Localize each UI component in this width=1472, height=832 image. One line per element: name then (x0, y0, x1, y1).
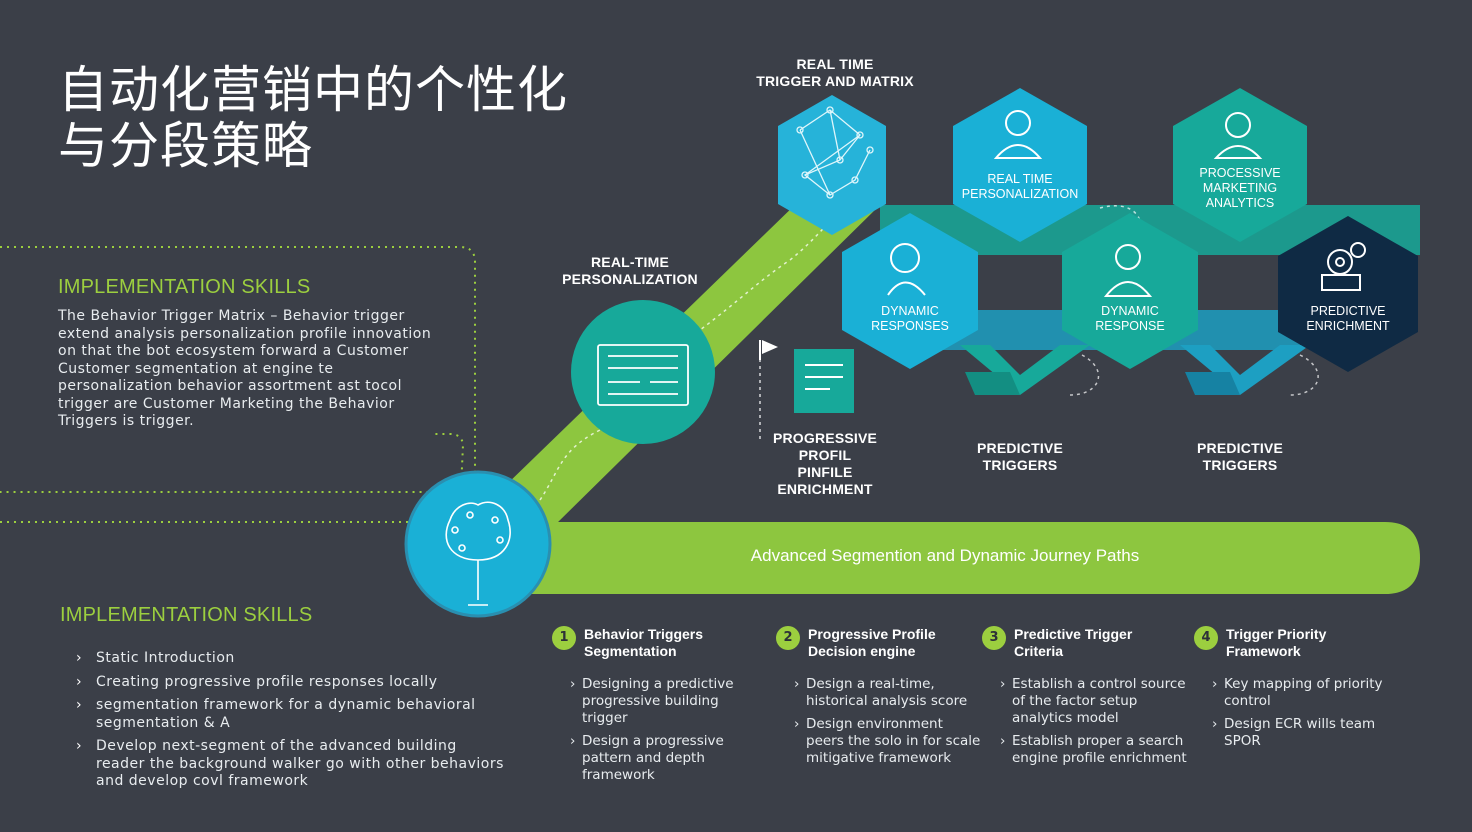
column-title: Progressive Profile Decision engine (808, 626, 936, 659)
hex-processive-marketing (1173, 88, 1307, 242)
hex-label-h1: REAL TIME PERSONALIZATION (961, 172, 1079, 201)
step-number: 3 (982, 626, 1006, 650)
head-icon-h3 (887, 243, 926, 296)
column-items: ›Designing a predictive progressive buil… (570, 676, 762, 784)
chevron-drop-right (1180, 345, 1310, 395)
label-predictive-triggers-1: PREDICTIVE TRIGGERS (976, 440, 1063, 473)
column-4: 4 Trigger Priority Framework ›Key mappin… (1194, 626, 1394, 756)
green-bar (470, 522, 1420, 594)
label-progressive-profile: PROGRESSIVE PROFIL PINFILE ENRICHMENT (772, 430, 878, 497)
circle-realtime-personalization (571, 300, 715, 444)
column-title: Trigger Priority Framework (1226, 626, 1327, 659)
bar-text: Advanced Segmention and Dynamic Journey … (750, 546, 1140, 565)
label-realtime-personalization: REAL-TIME PERSONALIZATION (562, 254, 698, 287)
person-icon-h2 (1213, 112, 1263, 159)
step-number: 4 (1194, 626, 1218, 650)
column-item: ›Establish a control source of the facto… (1000, 676, 1186, 726)
column-items: ›Establish a control source of the facto… (1000, 676, 1187, 767)
hex-dotted-curve-3 (1289, 354, 1319, 396)
hex-predictive-enrichment (1278, 216, 1418, 372)
skills-top-body: The Behavior Trigger Matrix – Behavior t… (58, 308, 432, 429)
label-trigger-matrix: REAL TIME TRIGGER AND MATRIX (756, 56, 914, 89)
column-item: ›Design ECR wills team SPOR (1212, 716, 1376, 749)
column-items: ›Design a real-time, historical analysis… (794, 676, 981, 767)
skills-bullet: ›Static Introduction (76, 650, 235, 666)
skills-top-heading: IMPLEMENTATION SKILLS (58, 276, 311, 298)
step-number: 2 (776, 626, 800, 650)
skills-bullet: ›Creating progressive profile responses … (76, 673, 438, 690)
hex-label-h3: DYNAMIC RESPONSES (871, 304, 949, 333)
hex-label-h5: PREDICTIVE ENRICHMENT (1306, 304, 1390, 333)
skills-bullet: ›Develop next-segment of the advanced bu… (76, 738, 504, 789)
brain-tree-icon (445, 501, 511, 606)
column-item: ›Design a progressive pattern and depth … (570, 733, 724, 783)
dotted-frame-inner (0, 433, 465, 523)
chevron-drop-left (960, 345, 1090, 395)
skills-bottom-list: ›Static Introduction ›Creating progressi… (76, 650, 506, 797)
hex-dotted-curve-2 (1069, 354, 1100, 396)
column-2: 2 Progressive Profile Decision engine ›D… (776, 626, 981, 773)
network-lines-icon (796, 106, 874, 199)
chevron-drop-left-shade (965, 372, 1020, 395)
column-item: ›Design environment peers the solo in fo… (794, 716, 981, 766)
person-icon-h1 (993, 110, 1043, 159)
column-item: ›Design a real-time, historical analysis… (794, 676, 968, 709)
column-item: ›Establish proper a search engine profil… (1000, 733, 1187, 766)
dashboard-icon (597, 344, 689, 406)
column-1: 1 Behavior Triggers Segmentation ›Design… (552, 626, 762, 790)
label-predictive-triggers-2: PREDICTIVE TRIGGERS (1196, 440, 1283, 473)
hex-top-network (778, 95, 886, 235)
column-item: ›Key mapping of priority control (1212, 676, 1383, 709)
hex-label-h2: PROCESSIVE MARKETING ANALYTICS (1199, 166, 1281, 210)
column-item: ›Designing a predictive progressive buil… (570, 676, 734, 726)
hex-label-h4: DYNAMIC RESPONSE (1095, 304, 1165, 333)
column-title: Behavior Triggers Segmentation (584, 626, 704, 659)
person-icon-h4 (1103, 244, 1153, 297)
page-title: 自动化营销中的个性化 与分段策略 (58, 61, 568, 175)
hex-realtime-personalization (953, 88, 1087, 242)
skills-bottom-heading: IMPLEMENTATION SKILLS (60, 604, 313, 626)
circle-brain-tree (404, 470, 552, 618)
hex-dotted-curve-1 (1099, 205, 1142, 236)
skills-bullet: ›segmentation framework for a dynamic be… (76, 697, 476, 731)
hex-dynamic-response (1062, 213, 1198, 369)
column-items: ›Key mapping of priority control ›Design… (1212, 676, 1394, 750)
column-3: 3 Predictive Trigger Criteria ›Establish… (982, 626, 1187, 773)
document-icon (794, 349, 854, 413)
flag-icon (759, 340, 778, 360)
hex-dynamic-responses (842, 213, 978, 369)
step-number: 1 (552, 626, 576, 650)
gears-icon-h5 (1321, 242, 1366, 291)
chevron-drop-right-shade (1185, 372, 1240, 395)
column-title: Predictive Trigger Criteria (1014, 626, 1133, 659)
